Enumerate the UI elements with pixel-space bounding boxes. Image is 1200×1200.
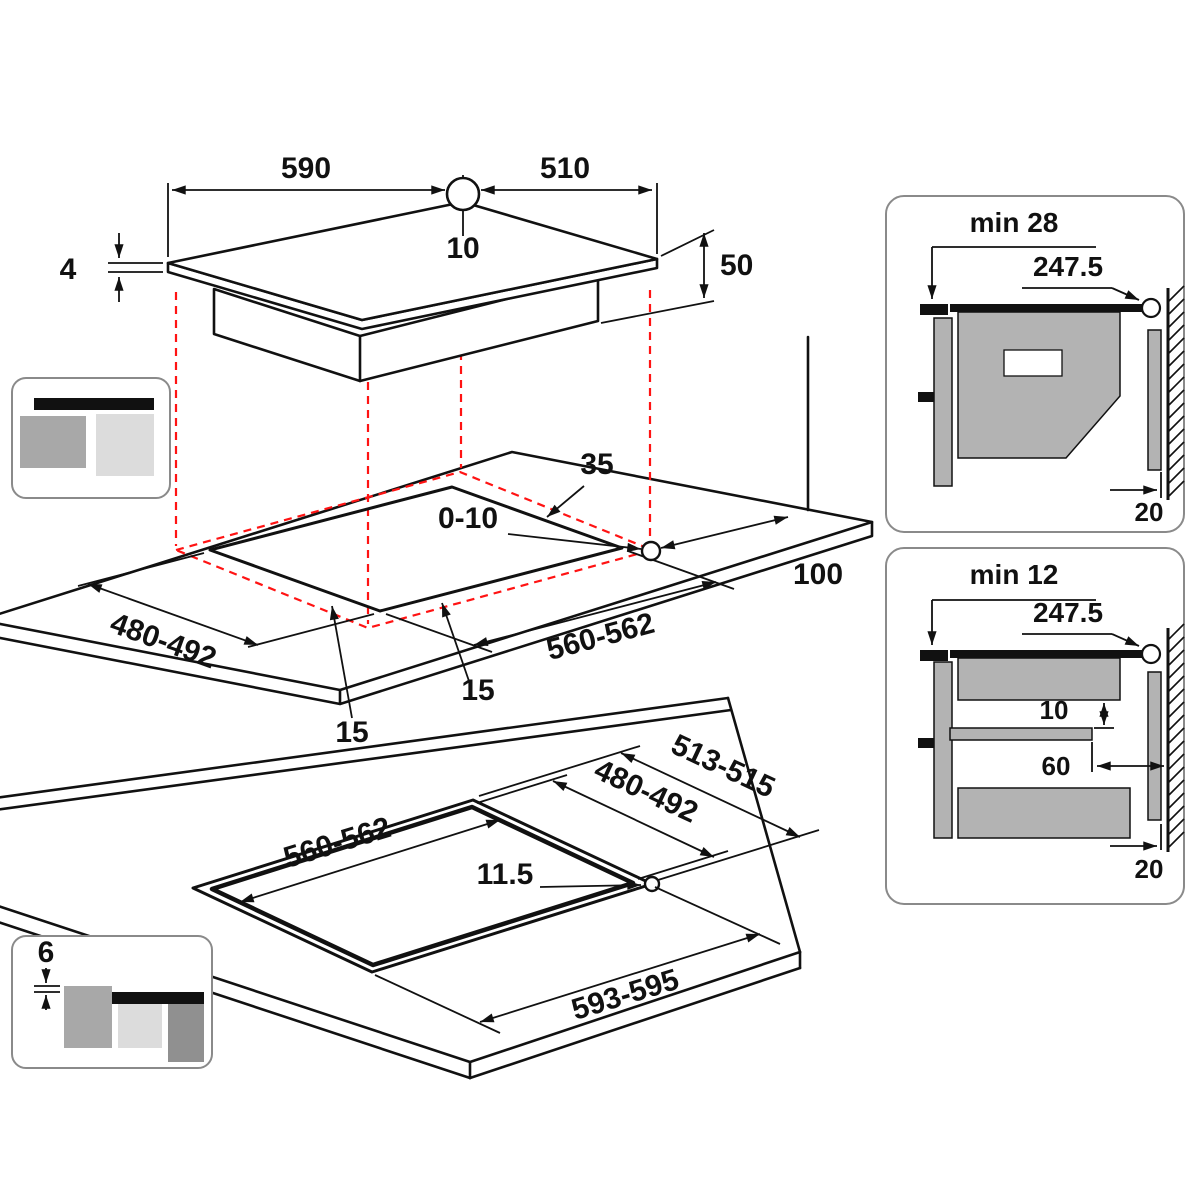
fixing-bracket-top (920, 304, 948, 315)
standard-worktop-detail-panel: min 28 247.5 20 (885, 195, 1185, 533)
flush-worktop-block (64, 986, 112, 1048)
fixing-bracket-side (918, 392, 934, 402)
body-height-label: 50 (720, 249, 753, 282)
cabinet-side-panel (933, 317, 953, 487)
flush-corner-detail-label: 11.5 (477, 858, 534, 891)
overlap-cabinet-right (96, 414, 154, 476)
rear-seal-circle-thin (1140, 643, 1162, 665)
flush-glass-section (112, 992, 204, 1004)
rear-baffle-thin (1147, 671, 1162, 821)
drawer-below (957, 787, 1131, 839)
flush-corner-circle (643, 875, 661, 893)
min-clearance-label-standard: min 28 (970, 207, 1059, 238)
glass-section-thin (950, 650, 1150, 658)
hob-isometric-view (166, 200, 659, 383)
overlap-cabinet-left (20, 416, 86, 468)
rear-distance-label-standard: 247.5 (1033, 251, 1103, 282)
margin-side-label: 15 (461, 674, 494, 707)
edge-marker-circle (640, 540, 662, 562)
hob-width-label: 590 (281, 152, 331, 185)
glass-section-standard (950, 304, 1150, 312)
margin-front-label: 15 (335, 716, 368, 749)
hole-offset-label: 0-10 (438, 502, 498, 535)
flush-cutout-dimensions: 513-515 480-492 560-562 11.5 593-595 (239, 728, 820, 1034)
vent-clearance-label: 60 (1042, 751, 1071, 781)
hob-projection-outline (172, 290, 656, 630)
overlap-mount-inset (11, 377, 171, 499)
hob-body-vent (1003, 349, 1063, 377)
wall-gap-label-thin: 20 (1135, 854, 1164, 884)
protection-shelf (949, 727, 1093, 741)
worktop-cutout-dimensions: 480-492 560-562 100 35 0-10 15 15 (77, 448, 843, 749)
rear-distance-label-thin: 247.5 (1033, 597, 1103, 628)
wall-gap-label-standard: 20 (1135, 497, 1164, 527)
flush-inner-width-label: 560-562 (280, 811, 395, 875)
flush-outer-width-label: 593-595 (568, 963, 683, 1027)
hob-body-section-thin (957, 657, 1121, 701)
shelf-gap-label: 10 (1040, 695, 1069, 725)
rear-baffle (1147, 329, 1162, 471)
fixing-bracket-side-thin (918, 738, 934, 748)
overlap-glass-section (34, 398, 154, 410)
flush-mount-inset: 6 (11, 935, 213, 1069)
hob-depth-label: 510 (540, 152, 590, 185)
flush-rebate-block (118, 1004, 162, 1048)
flush-step-depth-label: 6 (38, 936, 55, 969)
min-clearance-label-thin: min 12 (970, 559, 1059, 590)
fixing-bracket-top-thin (920, 650, 948, 661)
thin-worktop-detail-panel: min 12 247.5 10 60 20 (885, 547, 1185, 905)
rear-seal-circle (1140, 297, 1162, 319)
side-clearance-label: 100 (793, 558, 843, 591)
hob-dimensions: 590 510 10 4 50 (60, 152, 753, 324)
cabinet-side-panel-thin (933, 661, 953, 839)
glass-thickness-label: 4 (60, 253, 77, 286)
hole-diameter-label: 10 (446, 232, 479, 265)
worktop-cutout (208, 485, 624, 613)
flush-support-block (168, 1004, 204, 1062)
corner-radius-label: 35 (580, 448, 613, 481)
hole-marker-circle (445, 176, 481, 212)
